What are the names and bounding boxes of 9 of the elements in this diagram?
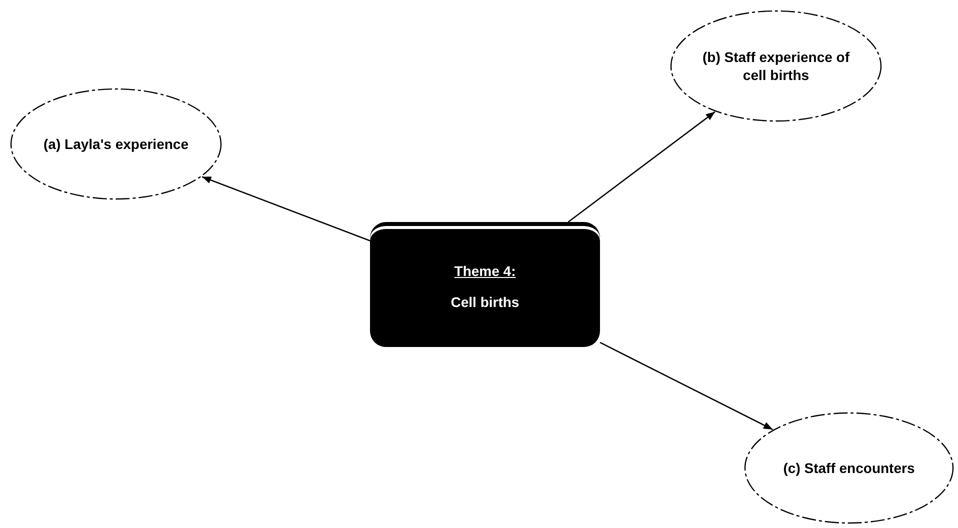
node-label: (a) Layla's experience [44,134,188,154]
arrow [202,176,370,242]
node-label: (c) Staff encounters [783,458,915,478]
arrow [568,111,716,223]
theme-box [370,222,600,347]
theme-heading: Theme 4: [454,262,516,280]
node-label: Cell births [450,292,520,311]
node-label: (b) Staff experience of cell births [701,48,851,84]
arrow [600,342,773,430]
